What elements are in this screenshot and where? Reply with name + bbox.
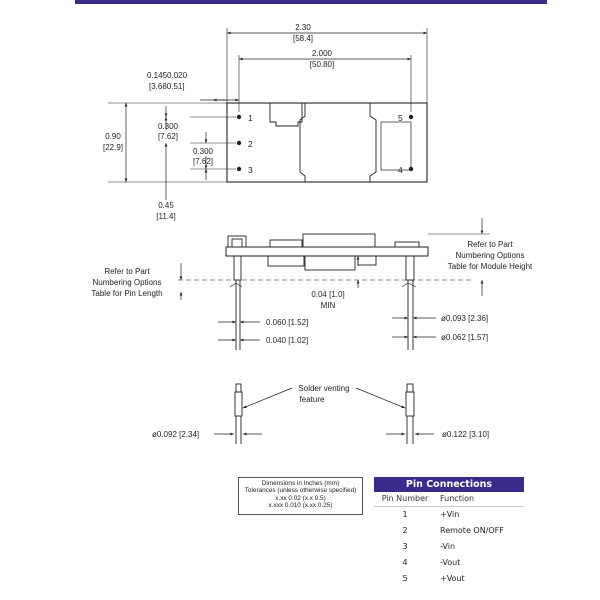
function-cell: -Vout xyxy=(440,558,461,567)
pin-table-title: Pin Connections xyxy=(374,477,524,492)
dim-pin-pitch-b-mm: [7.62] xyxy=(193,157,213,166)
dim-detail-dia-right: ø0.122 [3.10] xyxy=(442,430,489,439)
dim-detail-dia-left: ø0.092 [2.34] xyxy=(152,430,199,439)
pin-2-label: 2 xyxy=(248,139,253,149)
pin-number-cell: 1 xyxy=(402,510,408,519)
tolerance-line-2: Tolerances (unless otherwise specified) xyxy=(244,487,357,495)
solder-note-line1: Solder venting xyxy=(298,384,349,393)
dim-edge-offset: 0.1450.020 xyxy=(147,71,188,80)
table-row: 4 -Vout xyxy=(374,555,524,571)
solder-note-line2: feature xyxy=(300,395,325,404)
pin-length-note-line3: Table for Pin Length xyxy=(91,289,162,298)
dim-center-offset: 0.45 xyxy=(158,201,174,210)
pin-length-note-line2: Numbering Options xyxy=(93,278,162,287)
function-cell: -Vin xyxy=(440,542,456,551)
dim-pin-spacing-mm: [50.80] xyxy=(310,60,334,69)
dim-pin-width-a: 0.060 [1.52] xyxy=(266,318,308,327)
table-row: 3 -Vin xyxy=(374,539,524,555)
pin-number-cell: 3 xyxy=(402,542,408,551)
function-column-header: Function xyxy=(440,494,475,503)
dim-height-mm: [22.9] xyxy=(103,143,123,152)
pin-5-label: 5 xyxy=(398,113,403,123)
function-cell: +Vin xyxy=(440,510,460,519)
pin-5-marker xyxy=(408,114,414,120)
dim-pin-dia-a: ø0.093 [2.36] xyxy=(441,314,488,323)
module-height-note-line2: Numbering Options xyxy=(456,251,525,260)
pin-3-marker xyxy=(236,166,242,172)
side-view xyxy=(178,218,490,350)
tolerance-box: Dimensions in Inches (mm) Tolerances (un… xyxy=(238,477,363,515)
module-height-note-line3: Table for Module Height xyxy=(448,262,533,271)
dim-standoff: 0.04 [1.0] xyxy=(311,290,344,299)
header-bar xyxy=(75,0,547,4)
table-row: 2 Remote ON/OFF xyxy=(374,523,524,539)
dim-overall-width: 2.30 xyxy=(295,23,311,32)
table-row: 1 +Vin xyxy=(374,507,524,523)
pin-2-marker xyxy=(236,140,242,146)
dim-edge-offset-mm: [3.680.51] xyxy=(149,82,185,91)
pin-length-note-line1: Refer to Part xyxy=(104,267,150,276)
dim-pin-spacing: 2.000 xyxy=(312,49,333,58)
module-height-note-line1: Refer to Part xyxy=(467,240,513,249)
pin-3-label: 3 xyxy=(248,165,253,175)
pin-4-label: 4 xyxy=(398,165,403,175)
pin-number-cell: 5 xyxy=(402,574,408,583)
function-cell: +Vout xyxy=(440,574,465,583)
pin-number-column-header: Pin Number xyxy=(381,494,429,503)
pin-number-cell: 2 xyxy=(402,526,408,535)
pin-number-cell: 4 xyxy=(402,558,408,567)
detail-view xyxy=(214,383,434,444)
table-row: 5 +Vout xyxy=(374,571,524,587)
dim-height: 0.90 xyxy=(105,132,121,141)
tolerance-line-1: Dimensions in Inches (mm) xyxy=(261,480,340,487)
dim-overall-width-mm: [58.4] xyxy=(293,34,313,43)
dim-center-offset-mm: [11.4] xyxy=(156,212,175,221)
pin-4-marker xyxy=(408,166,414,172)
dim-pin-width-b: 0.040 [1.02] xyxy=(266,336,308,345)
dim-pin-pitch-a-mm: [7.62] xyxy=(158,132,178,141)
tolerance-line-3: x.xx 0.02 (x.x 0.5) xyxy=(275,494,326,502)
dim-standoff-min: MIN xyxy=(321,301,336,310)
pin-table-header-row: Pin Number Function xyxy=(374,492,524,507)
pin-connections-table: Pin Connections Pin Number Function 1 +V… xyxy=(374,477,524,587)
dim-pin-dia-b: ø0.062 [1.57] xyxy=(441,333,488,342)
pin-1-marker xyxy=(236,114,242,120)
pin-1-label: 1 xyxy=(248,113,253,123)
top-view xyxy=(108,28,428,200)
dim-pin-pitch-b: 0.300 xyxy=(193,147,214,156)
function-cell: Remote ON/OFF xyxy=(440,526,504,535)
tolerance-line-4: x.xxx 0.010 (x.xx 0.25) xyxy=(268,502,333,510)
dim-pin-pitch-a: 0.300 xyxy=(158,122,179,131)
